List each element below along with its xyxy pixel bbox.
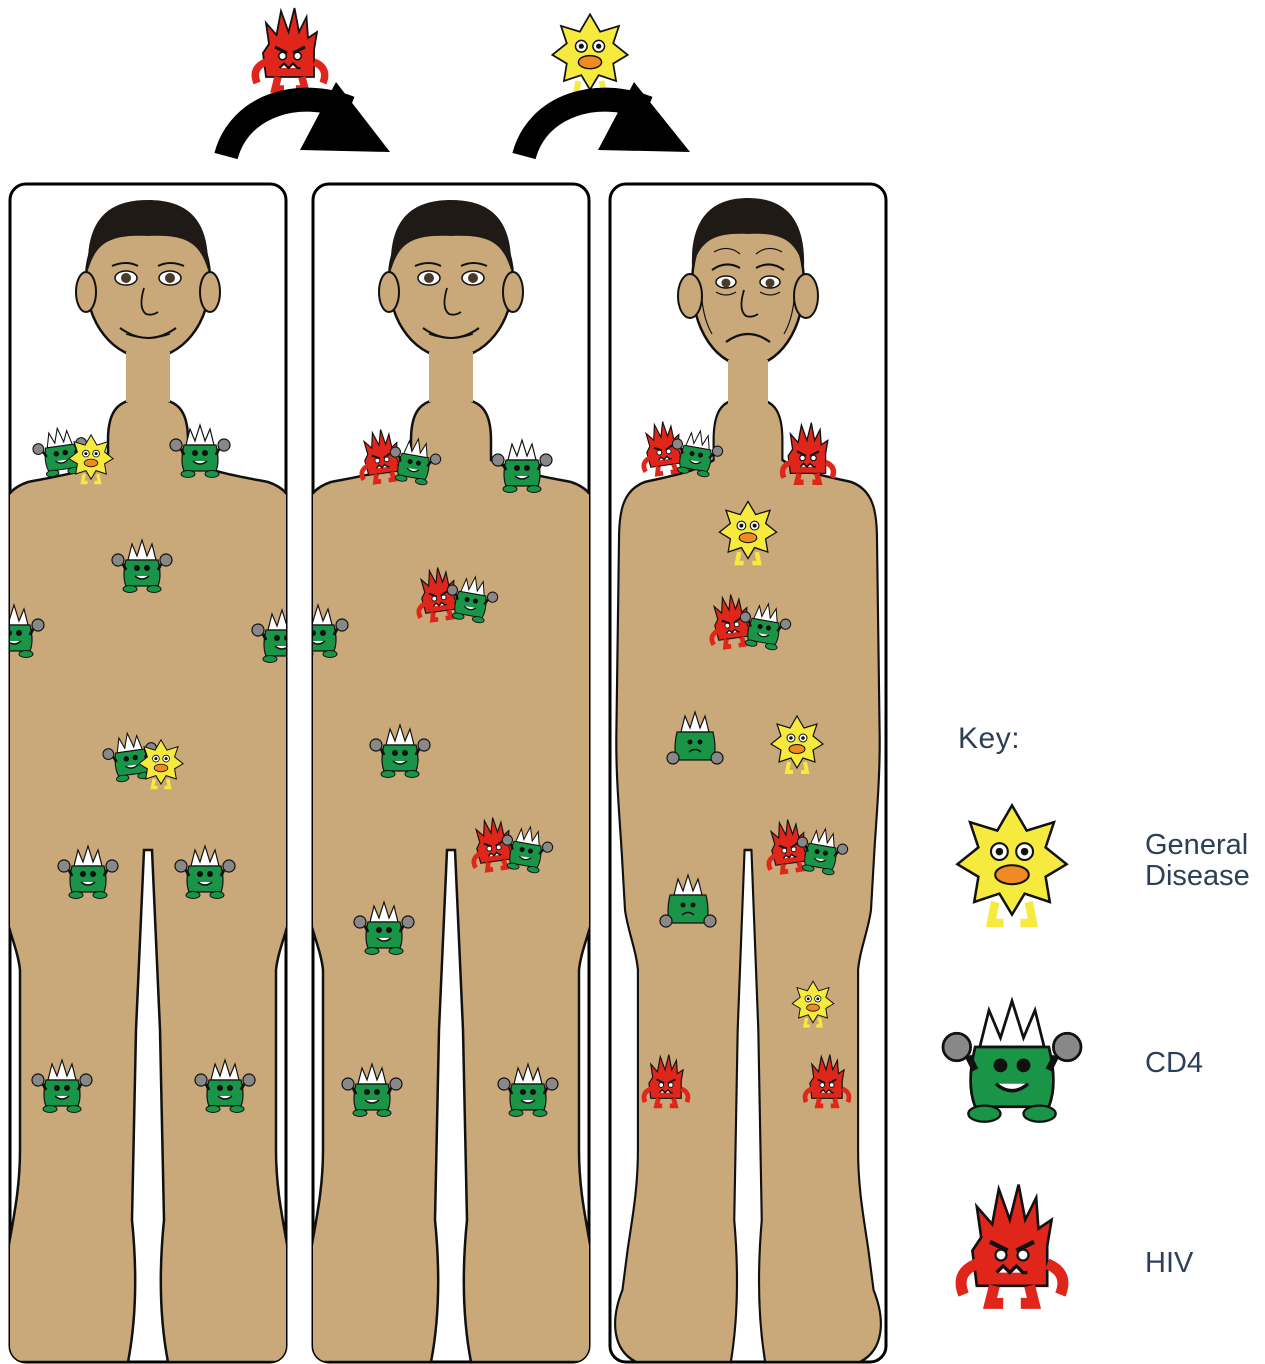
panel-stage-1 xyxy=(0,184,312,1362)
key-label-general-disease: General Disease xyxy=(1145,830,1263,892)
panel-stage-3 xyxy=(610,184,886,1362)
key-disease-icon xyxy=(957,805,1066,923)
key-label-hiv: HIV xyxy=(1145,1248,1193,1279)
top-hiv-icon xyxy=(255,8,324,89)
key-label-cd4: CD4 xyxy=(1145,1048,1203,1079)
arrow-1 xyxy=(226,82,390,156)
top-disease-icon xyxy=(552,14,627,95)
key-title: Key: xyxy=(958,722,1020,756)
key-cd4-icon xyxy=(943,1001,1081,1122)
arrow-2 xyxy=(524,82,690,156)
panel-stage-2 xyxy=(288,184,605,1362)
key-hiv-icon xyxy=(961,1185,1063,1304)
